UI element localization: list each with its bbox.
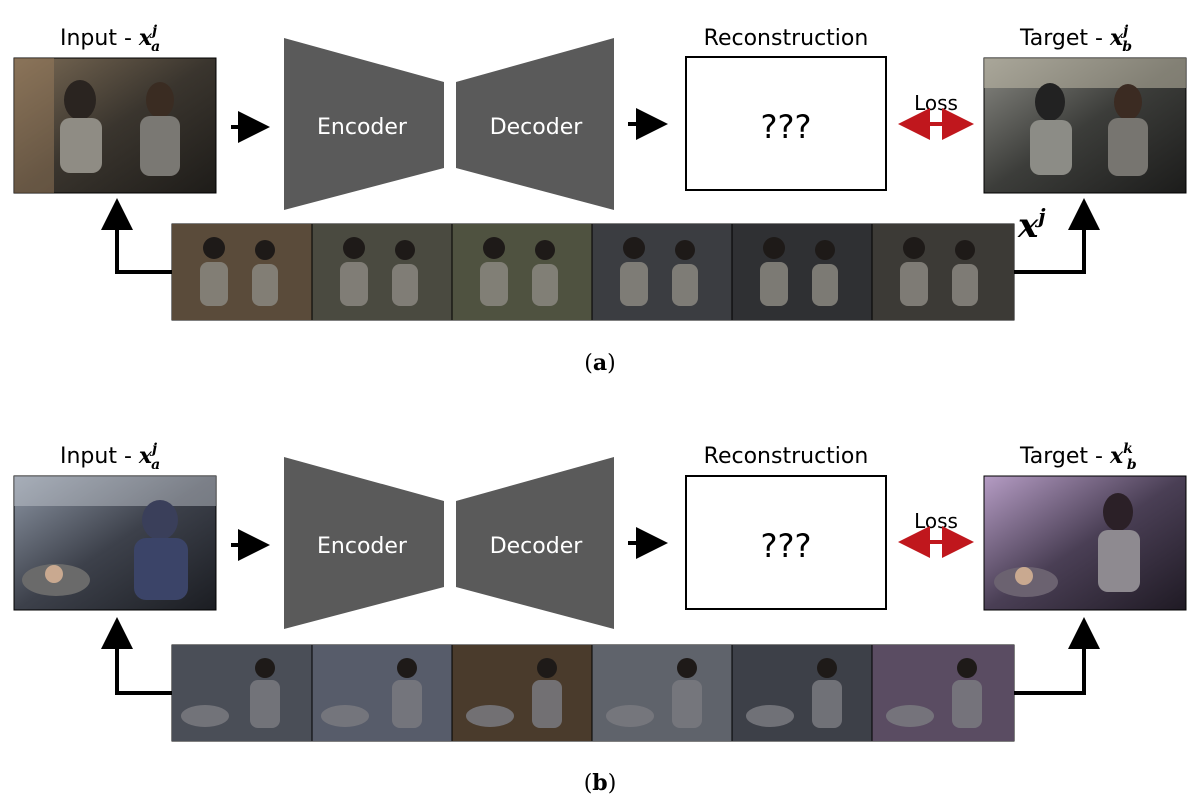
encoder-block [284,457,444,629]
decoder-label: Decoder [490,534,584,559]
loss-label: Loss [914,509,958,533]
strip-frame [732,224,872,320]
reconstruction-placeholder: ??? [761,108,812,146]
encoder-block [284,38,444,210]
strip-frame [452,224,592,320]
decoder-block [456,457,614,629]
strip-frame [592,645,732,741]
decoder-label: Decoder [490,115,584,140]
reconstruction-box [685,475,887,610]
strip-frame [172,645,312,741]
reconstruction-box [685,56,887,191]
input-image [13,57,217,194]
arrow-strip-to-input [101,617,172,695]
strip-frame [872,645,1014,741]
target-image [983,57,1187,194]
reconstruction-label: Reconstruction [704,26,869,51]
loss-label: Loss [914,91,958,115]
reconstruction-label: Reconstruction [704,444,869,469]
arrow-strip-to-input [101,198,172,274]
arrow-strip-to-target [1014,617,1100,695]
input-image [13,475,217,611]
caption-a: (a) [584,350,615,376]
arrow-strip-to-target [1014,198,1100,274]
decoder-block [456,38,614,210]
strip-frame [312,645,452,741]
strip-frame [312,224,452,320]
strip-frame [732,645,872,741]
image-strip [171,644,1015,742]
caption-b: (b) [584,770,617,796]
target-image [983,475,1187,611]
encoder-label: Encoder [317,115,408,140]
reconstruction-placeholder: ??? [761,527,812,565]
strip-variable-label: xj [1017,204,1046,246]
strip-frame [452,645,592,741]
strip-frame [872,224,1014,320]
strip-frame [592,224,732,320]
image-strip [171,223,1015,321]
strip-frame [172,224,312,320]
encoder-label: Encoder [317,534,408,559]
